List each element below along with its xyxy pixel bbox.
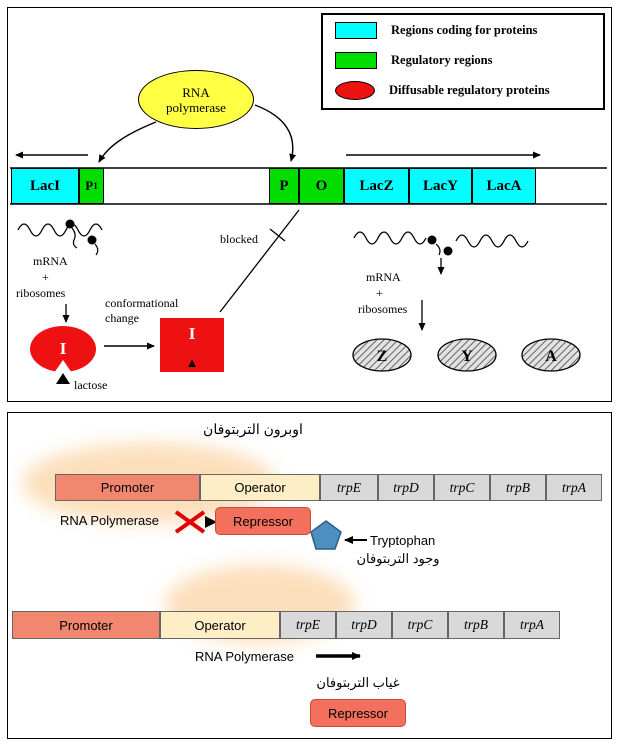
product-a-label: A (545, 348, 557, 365)
tryptophan-label: Tryptophan (370, 533, 436, 548)
legend-label-coding: Regions coding for proteins (391, 22, 538, 37)
blocked-cross-tick (269, 228, 286, 242)
repressor-protein-round: I (30, 326, 96, 372)
rna-polymerase-label-row1: RNA Polymerase (60, 513, 159, 528)
conformational-label-line2: change (105, 311, 139, 325)
coding-region-swatch (335, 21, 377, 39)
repressor-box-row1: Repressor (215, 507, 311, 535)
product-z-ellipse (352, 338, 412, 372)
left-ribosome-1 (65, 219, 75, 229)
right-mrna-label: mRNA (366, 270, 401, 284)
blocked-line (219, 209, 300, 313)
rna-polymerase-ellipse: RNA polymerase (138, 70, 254, 129)
polymerase-arrow-left (98, 121, 157, 163)
right-ribosome-2 (443, 246, 453, 256)
product-y-label: Y (461, 348, 473, 365)
gene-p1-main: P (85, 178, 94, 193)
lactose-triangle-icon (56, 373, 70, 384)
legend: Regions coding for proteins Regulatory r… (321, 13, 605, 110)
polymerase-arrow-right (254, 104, 297, 162)
gene-box-laci: LacI (11, 168, 79, 204)
gene-box-lacy: LacY (409, 168, 472, 204)
regulatory-region-swatch (335, 51, 377, 69)
gene-box-p: P (269, 168, 299, 204)
trp-operon-title: اوبرون التربتوفان (203, 421, 303, 437)
right-plus-label: + (376, 286, 383, 300)
bound-lactose-triangle-icon: ▲ (185, 355, 199, 370)
legend-label-regulatory: Regulatory regions (391, 52, 493, 67)
rna-polymerase-label-line1: RNA (182, 84, 210, 100)
tryptophan-present-note: وجود التربتوفان (356, 551, 440, 566)
right-mrna-squiggle-1 (353, 231, 427, 245)
repressor-box-row2: Repressor (310, 699, 406, 727)
left-plus-label: + (42, 270, 49, 284)
tryptophan-absent-note: غياب التربتوفان (316, 675, 400, 690)
legend-row-coding: Regions coding for proteins (323, 15, 603, 45)
repressor-round-label: I (59, 339, 67, 358)
trpB-box-row2: trpB (448, 611, 504, 639)
gene-box-laca: LacA (472, 168, 536, 204)
left-ribosome-1-tail (71, 227, 78, 249)
trpE-box-row2: trpE (280, 611, 336, 639)
right-ribosome-1 (427, 235, 437, 245)
operator-box-row2: Operator (160, 611, 280, 639)
promoter-box-row1: Promoter (55, 474, 200, 501)
rna-polymerase-label-row2: RNA Polymerase (195, 649, 294, 664)
operator-box-row1: Operator (200, 474, 320, 501)
trp-operon-panel: اوبرون التربتوفان Promoter Operator trpE… (7, 412, 612, 739)
regulatory-protein-swatch (335, 80, 375, 100)
gene-box-lacz: LacZ (344, 168, 409, 204)
trpC-box-row2: trpC (392, 611, 448, 639)
left-ribosome-2-tail (94, 243, 99, 256)
conformational-label-line1: conformational (105, 296, 179, 310)
right-ribosomes-label: ribosomes (358, 302, 408, 316)
rna-polymerase-label-line2: polymerase (166, 99, 226, 115)
lac-operon-panel: Regions coding for proteins Regulatory r… (7, 7, 612, 402)
left-mrna-squiggle (17, 223, 103, 237)
left-ribosome-2 (87, 235, 97, 245)
repressor-square-label: I (188, 324, 196, 343)
tryptophan-molecule-icon (310, 520, 342, 550)
product-y-ellipse (437, 338, 497, 372)
legend-label-protein: Diffusable regulatory proteins (389, 82, 550, 97)
legend-row-protein: Diffusable regulatory proteins (323, 75, 603, 105)
promoter-box-row2: Promoter (12, 611, 160, 639)
trpB-box-row1: trpB (490, 474, 546, 501)
gene-p1-sub: 1 (93, 181, 98, 191)
repressor-protein-square: I ▲ (160, 318, 224, 372)
trpA-box-row2: trpA (504, 611, 560, 639)
left-ribosomes-label: ribosomes (16, 286, 66, 300)
trpD-box-row1: trpD (378, 474, 434, 501)
trpE-box-row1: trpE (320, 474, 378, 501)
legend-row-regulatory: Regulatory regions (323, 45, 603, 75)
left-mrna-label: mRNA (33, 254, 68, 268)
trpA-box-row1: trpA (546, 474, 602, 501)
product-a-ellipse (521, 338, 581, 372)
gene-box-o: O (299, 168, 344, 204)
trpC-box-row1: trpC (434, 474, 490, 501)
blocked-label: blocked (220, 232, 258, 246)
lactose-label: lactose (74, 378, 108, 392)
right-ribosome-tail (435, 243, 441, 256)
right-mrna-squiggle-2 (455, 234, 529, 248)
product-z-label: Z (377, 348, 388, 365)
trpD-box-row2: trpD (336, 611, 392, 639)
